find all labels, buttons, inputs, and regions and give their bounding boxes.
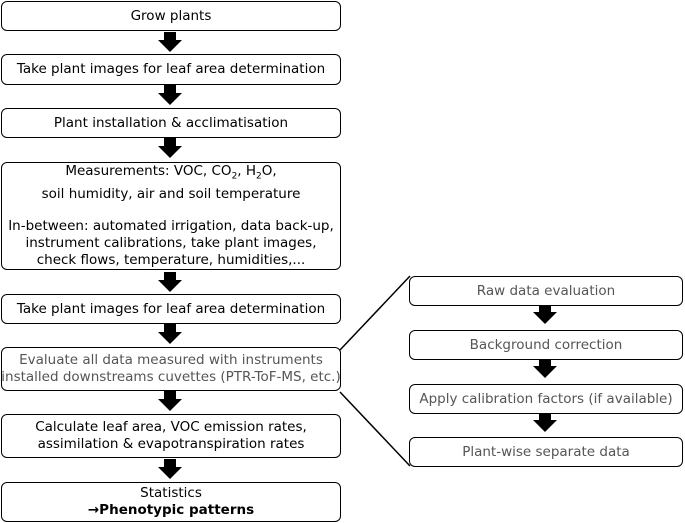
arrow-down-icon (158, 272, 182, 292)
arrow-down-icon (158, 324, 182, 344)
evaluate-line-2: installed downstreams cuvettes (PTR-ToF-… (1, 369, 341, 385)
substep-calibration: Apply calibration factors (if available) (409, 384, 683, 414)
measurements-line-3: In-between: automated irrigation, data b… (8, 218, 334, 234)
measurements-line-4: instrument calibrations, take plant imag… (25, 235, 317, 251)
calculate-line-2: assimilation & evapotranspiration rates (37, 436, 305, 452)
step-statistics: Statistics →Phenotypic patterns (1, 482, 341, 522)
step-calculate: Calculate leaf area, VOC emission rates,… (1, 414, 341, 458)
step-installation: Plant installation & acclimatisation (1, 108, 341, 138)
substep-background: Background correction (409, 330, 683, 360)
step-label: Grow plants (130, 7, 212, 24)
evaluate-line-1: Evaluate all data measured with instrume… (19, 352, 323, 368)
substep-label: Apply calibration factors (if available) (419, 390, 673, 407)
calculate-line-1: Calculate leaf area, VOC emission rates, (35, 419, 307, 435)
substep-plantwise: Plant-wise separate data (409, 437, 683, 467)
arrow-down-icon (158, 138, 182, 158)
arrow-down-icon (158, 32, 182, 52)
step-measurements: Measurements: VOC, CO2, H2O, soil humidi… (1, 162, 341, 270)
substep-label: Raw data evaluation (476, 282, 616, 299)
step-take-images-2: Take plant images for leaf area determin… (1, 294, 341, 324)
expansion-line-top (339, 275, 411, 351)
measurements-line-1: Measurements: VOC, CO2, H2O, (65, 163, 277, 182)
statistics-line-1: Statistics (140, 485, 202, 501)
step-evaluate: Evaluate all data measured with instrume… (1, 347, 341, 391)
arrow-down-icon (533, 304, 557, 324)
arrow-down-icon (158, 391, 182, 411)
step-grow-plants: Grow plants (1, 1, 341, 31)
substep-label: Plant-wise separate data (462, 443, 630, 460)
measurements-line-2: soil humidity, air and soil temperature (41, 185, 301, 202)
arrow-down-icon (533, 412, 557, 432)
measurements-line-5: check flows, temperature, humidities,... (36, 252, 306, 268)
step-take-images-1: Take plant images for leaf area determin… (1, 54, 341, 85)
step-label: Plant installation & acclimatisation (53, 114, 289, 131)
step-label: Take plant images for leaf area determin… (16, 61, 326, 77)
arrow-down-icon (158, 85, 182, 105)
substep-label: Background correction (469, 336, 623, 353)
statistics-line-2: →Phenotypic patterns (87, 502, 255, 518)
step-label: Take plant images for leaf area determin… (16, 300, 326, 317)
arrow-down-icon (533, 358, 557, 378)
substep-raw-data: Raw data evaluation (409, 276, 683, 306)
expansion-line-bottom (339, 391, 411, 467)
arrow-down-icon (158, 459, 182, 479)
